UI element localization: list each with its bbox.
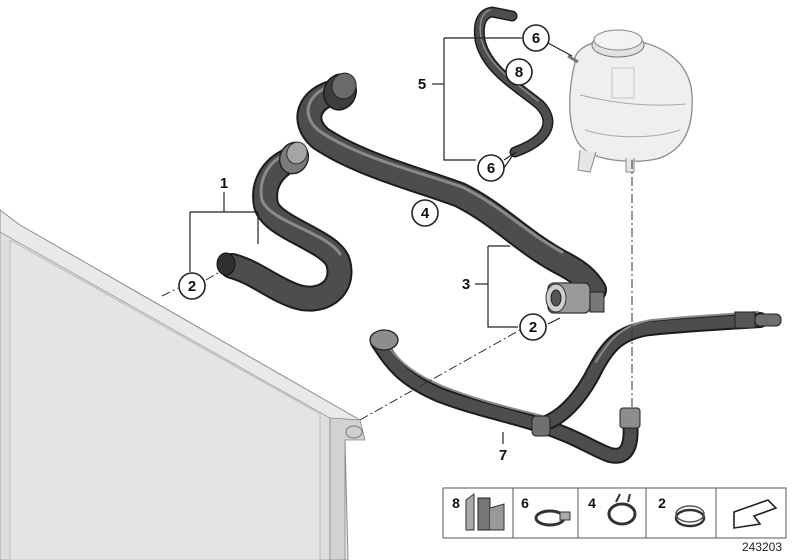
callout-5: 5 <box>418 76 426 93</box>
legend-item-arrow <box>715 487 787 539</box>
callout-6-bottom: 6 <box>477 154 505 182</box>
diagram-number: 243203 <box>741 540 782 554</box>
svg-text:8: 8 <box>515 64 523 81</box>
legend-item-6: 6 <box>512 487 579 539</box>
callout-8: 8 <box>505 58 533 86</box>
legend-item-4: 4 <box>577 487 647 539</box>
callout-2-left: 2 <box>178 272 206 300</box>
radiator <box>0 209 366 560</box>
svg-text:8: 8 <box>452 495 460 511</box>
svg-text:6: 6 <box>521 495 529 511</box>
bracket-clip-icon <box>465 493 505 531</box>
spring-clamp-icon <box>607 493 637 526</box>
callout-6-top: 6 <box>522 24 550 52</box>
svg-text:1: 1 <box>220 175 228 192</box>
legend-item-2: 2 <box>645 487 717 539</box>
callout-2-right: 2 <box>519 313 547 341</box>
svg-text:7: 7 <box>499 447 507 464</box>
svg-text:4: 4 <box>588 495 596 511</box>
legend-item-8: 8 <box>442 487 514 539</box>
wire-clamp-icon <box>674 505 706 528</box>
svg-text:6: 6 <box>532 30 540 47</box>
svg-text:3: 3 <box>462 276 470 293</box>
svg-text:6: 6 <box>487 160 495 177</box>
callout-4: 4 <box>411 199 439 227</box>
leader-lines <box>189 37 573 444</box>
arrow-corner-icon <box>733 499 778 529</box>
svg-text:2: 2 <box>658 495 666 511</box>
svg-text:2: 2 <box>188 278 196 295</box>
legend: 8 6 4 2 <box>442 487 787 539</box>
callout-3: 3 <box>462 276 470 293</box>
callout-1: 1 <box>220 175 228 192</box>
hose-1 <box>216 141 353 312</box>
svg-text:4: 4 <box>421 205 430 222</box>
expansion-tank <box>567 29 693 173</box>
svg-text:5: 5 <box>418 76 426 93</box>
callout-7: 7 <box>499 447 507 464</box>
reference-lines <box>161 160 633 421</box>
svg-text:2: 2 <box>529 319 537 336</box>
hose-clamp-icon <box>534 509 571 527</box>
hose-7 <box>369 311 782 464</box>
hose-4 <box>296 72 607 314</box>
